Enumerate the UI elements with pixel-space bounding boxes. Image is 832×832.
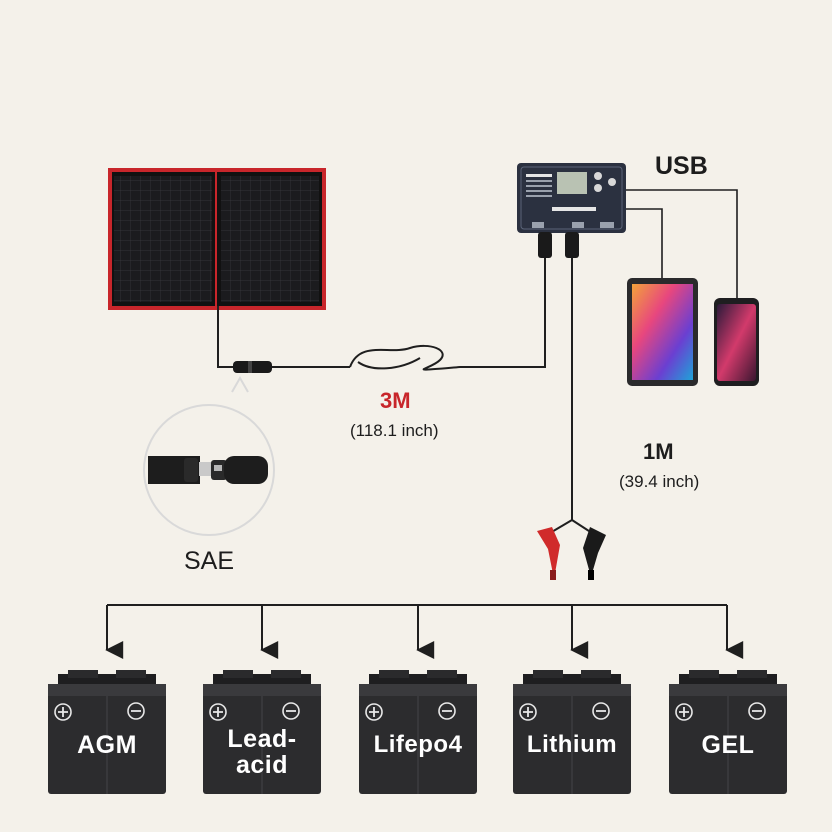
usb-cables bbox=[626, 189, 738, 298]
plus-terminal-icon bbox=[365, 703, 383, 721]
cable-3m-inch-label: (118.1 inch) bbox=[350, 421, 439, 440]
sae-connector-icon bbox=[143, 375, 275, 536]
phone-icon bbox=[714, 298, 759, 386]
usb-label: USB bbox=[655, 152, 708, 180]
battery-label-agm: AGM bbox=[77, 731, 137, 759]
panel-cable bbox=[217, 250, 546, 371]
minus-terminal-icon bbox=[438, 702, 456, 720]
solar-panel-icon bbox=[108, 168, 326, 310]
battery-icon bbox=[203, 670, 321, 794]
battery-clamp-icon bbox=[537, 527, 606, 580]
minus-terminal-icon bbox=[127, 702, 145, 720]
battery-icon bbox=[48, 670, 166, 794]
battery-label-gel: GEL bbox=[701, 731, 755, 759]
cable-1m-inch-label: (39.4 inch) bbox=[619, 472, 700, 491]
battery-label-lead-acid-line2: acid bbox=[235, 751, 289, 779]
minus-terminal-icon bbox=[748, 702, 766, 720]
batteries bbox=[48, 670, 787, 794]
plus-terminal-icon bbox=[54, 703, 72, 721]
battery-label-lead-acid: Lead- acid bbox=[203, 726, 321, 778]
distribution-arrows bbox=[105, 604, 744, 659]
plus-terminal-icon bbox=[209, 703, 227, 721]
sae-label: SAE bbox=[184, 547, 235, 575]
cable-3m-label: 3M bbox=[380, 388, 411, 413]
battery-icon bbox=[359, 670, 477, 794]
controller-plugs bbox=[538, 232, 579, 258]
minus-terminal-icon bbox=[592, 702, 610, 720]
battery-label-lead-acid-line1: Lead- bbox=[227, 725, 297, 753]
plus-terminal-icon bbox=[519, 703, 537, 721]
cable-1m-label: 1M bbox=[643, 439, 674, 464]
minus-terminal-icon bbox=[282, 702, 300, 720]
sae-inline-connector-icon bbox=[233, 361, 272, 373]
battery-label-lifepo4: Lifepo4 bbox=[373, 731, 463, 758]
battery-cable bbox=[549, 258, 593, 534]
battery-label-lithium: Lithium bbox=[526, 731, 618, 758]
charge-controller-icon bbox=[517, 163, 626, 233]
battery-icon bbox=[669, 670, 787, 794]
tablet-icon bbox=[627, 278, 698, 386]
plus-terminal-icon bbox=[675, 703, 693, 721]
battery-icon bbox=[513, 670, 631, 794]
